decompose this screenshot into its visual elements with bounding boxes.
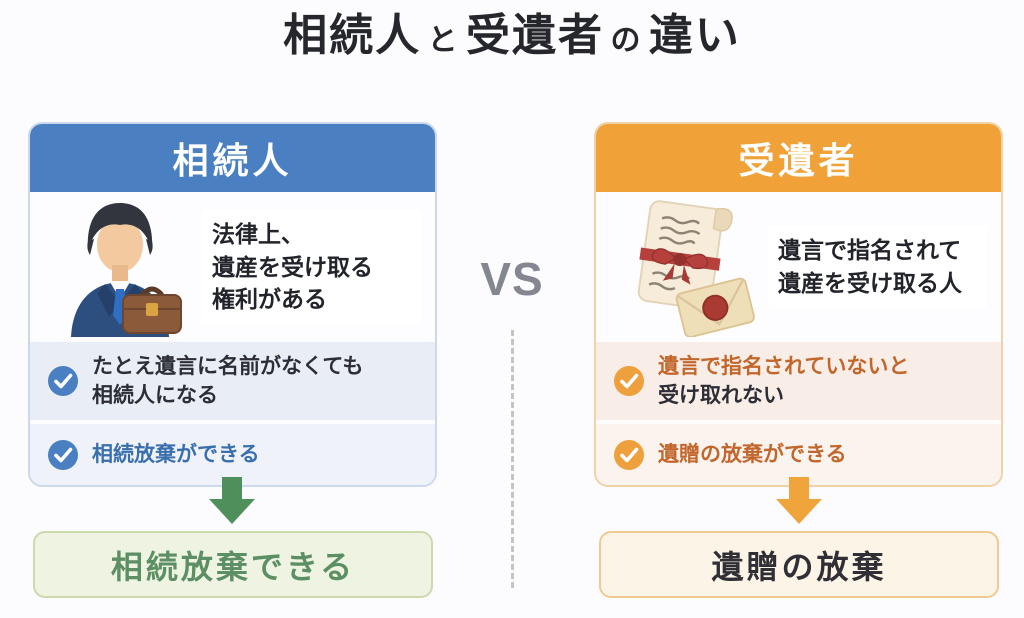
down-arrow-icon xyxy=(208,477,256,525)
heir-desc-line: 遺産を受け取る xyxy=(212,253,373,280)
heir-card: 相続人 xyxy=(28,122,437,487)
legatee-desc-line: 遺産を受け取る人 xyxy=(778,270,962,296)
title-word-difference: 違い xyxy=(648,11,741,60)
check-icon xyxy=(48,366,78,396)
will-scroll-icon xyxy=(618,197,758,338)
heir-point-1: たとえ遺言に名前がなくても 相続人になる xyxy=(30,342,435,420)
down-arrow-icon xyxy=(775,477,823,525)
heir-point-2: 相続放棄ができる xyxy=(30,424,435,485)
legatee-point-2-text: 遺贈の放棄ができる xyxy=(658,442,847,466)
legatee-desc-line: 遺言で指名されて xyxy=(778,237,962,264)
check-icon xyxy=(48,439,78,470)
heir-card-body: 法律上、 遺産を受け取る 権利がある xyxy=(30,192,435,342)
dashed-divider xyxy=(511,330,514,588)
title-word-heir: 相続人 xyxy=(283,11,422,60)
title-particle-no: の xyxy=(610,24,643,57)
heir-desc-line: 権利がある xyxy=(212,286,327,313)
legatee-point-1: 遺言で指名されていないと 受け取れない xyxy=(596,342,1001,420)
legatee-card-header: 受遺者 xyxy=(596,124,1001,192)
heir-point-1-text: たとえ遺言に名前がなくても 相続人になる xyxy=(92,354,364,407)
page-title: 相続人 と 受遺者 の 違い xyxy=(0,10,1024,63)
businessman-icon xyxy=(52,197,192,337)
legatee-point-2: 遺贈の放棄ができる xyxy=(596,424,1001,485)
heir-result-box: 相続放棄できる xyxy=(33,531,433,598)
legatee-card-body: 遺言で指名されて 遺産を受け取る人 xyxy=(596,192,1001,342)
title-particle-to: と xyxy=(427,24,460,57)
heir-point-2-text: 相続放棄ができる xyxy=(92,442,260,466)
legatee-card: 受遺者 xyxy=(594,122,1003,487)
vs-label: VS xyxy=(480,253,544,305)
title-word-legatee: 受遺者 xyxy=(466,11,604,60)
heir-desc-line: 法律上、 xyxy=(212,221,304,248)
check-icon xyxy=(614,366,644,396)
legatee-result-box: 遺贈の放棄 xyxy=(599,531,999,598)
check-icon xyxy=(614,439,644,470)
legatee-point-1-text: 遺言で指名されていないと 受け取れない xyxy=(658,354,910,407)
legatee-description: 遺言で指名されて 遺産を受け取る人 xyxy=(768,226,987,308)
heir-description: 法律上、 遺産を受け取る 権利がある xyxy=(202,210,421,324)
heir-card-header: 相続人 xyxy=(30,124,435,192)
